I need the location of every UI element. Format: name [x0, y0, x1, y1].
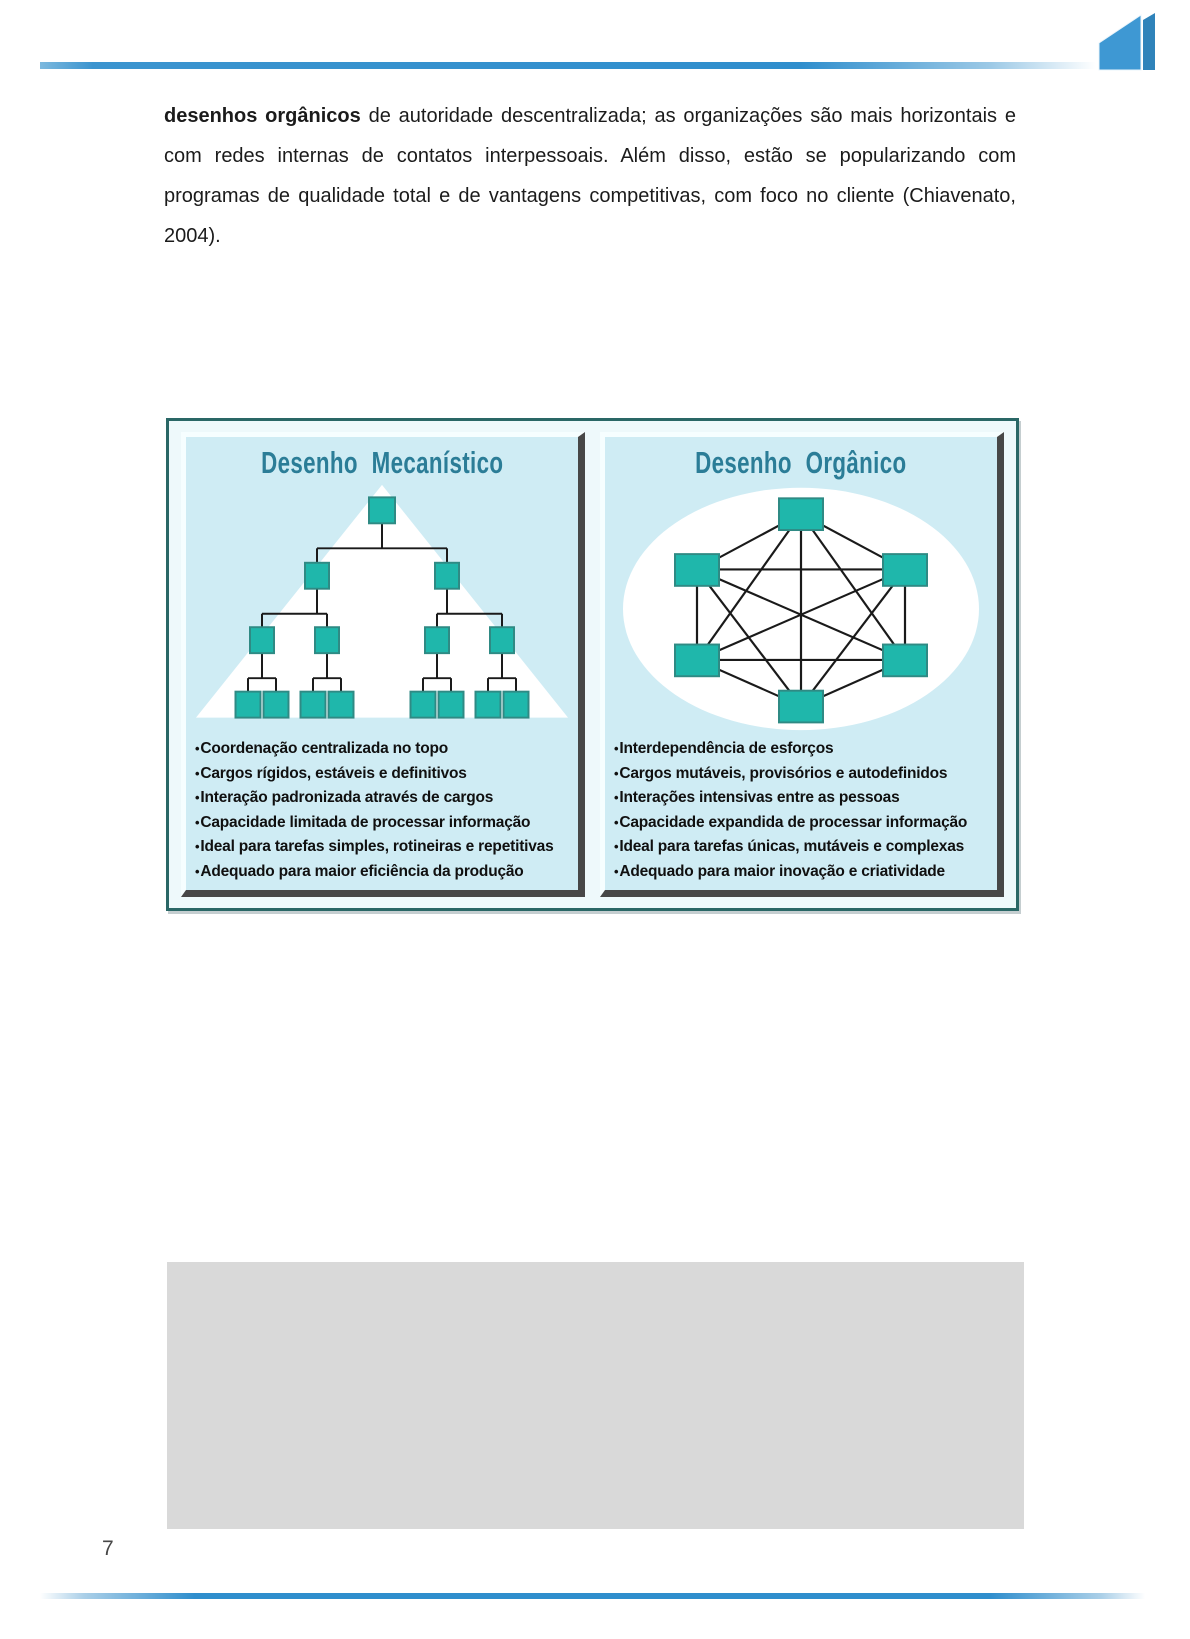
network-edge	[696, 513, 802, 661]
tree-node	[368, 496, 396, 525]
bullet-item: Interdependência de esforços	[614, 737, 993, 762]
body-paragraph: desenhos orgânicos de autoridade descent…	[164, 96, 1016, 256]
network-node	[778, 689, 824, 724]
tree-node	[234, 690, 262, 719]
tree-node	[474, 690, 502, 719]
network-edge	[800, 568, 906, 707]
placeholder-box	[167, 1262, 1024, 1529]
panel-title: Desenho Orgânico	[605, 445, 997, 481]
bullet-item: Adequado para maior eficiência da produç…	[195, 860, 574, 885]
tree-node	[424, 626, 450, 655]
bullet-item: Capacidade expandida de processar inform…	[614, 811, 993, 836]
tree-node	[314, 626, 340, 655]
bullet-item: Ideal para tarefas únicas, mutáveis e co…	[614, 835, 993, 860]
tree-node	[409, 690, 437, 719]
tree-node	[502, 690, 530, 719]
tree-node	[489, 626, 515, 655]
tree-node	[327, 690, 355, 719]
tree-node	[249, 626, 275, 655]
bottom-rule	[40, 1593, 1145, 1599]
network-node	[882, 553, 928, 587]
network-node	[674, 553, 720, 587]
network-node	[674, 643, 720, 678]
tree-node	[437, 690, 465, 719]
tree-node	[434, 561, 460, 590]
panel-mechanistic: Desenho Mecanístico Coordenação centrali…	[181, 432, 585, 897]
mechanistic-hierarchy-diagram	[196, 484, 568, 719]
tree-node	[262, 690, 290, 719]
network-node	[882, 643, 928, 678]
panel-title-text: Desenho Mecanístico	[260, 445, 504, 480]
bullet-item: Adequado para maior inovação e criativid…	[614, 860, 993, 885]
bullet-list-mechanistic: Coordenação centralizada no topoCargos r…	[186, 737, 578, 884]
bullet-item: Interações intensivas entre as pessoas	[614, 786, 993, 811]
tree-node	[299, 690, 327, 719]
paragraph-bold-lead: desenhos orgânicos	[164, 105, 361, 127]
bullet-list-organic: Interdependência de esforçosCargos mutáv…	[605, 737, 997, 884]
bullet-item: Ideal para tarefas simples, rotineiras e…	[195, 835, 574, 860]
top-rule	[40, 62, 1096, 69]
bullet-item: Interação padronizada através de cargos	[195, 786, 574, 811]
network-node	[778, 497, 824, 532]
tree-node	[304, 561, 330, 590]
bullet-item: Coordenação centralizada no topo	[195, 737, 574, 762]
organic-network-diagram	[623, 487, 979, 731]
panel-title-text: Desenho Orgânico	[695, 445, 907, 480]
page-number: 7	[102, 1537, 114, 1560]
comparison-figure: Desenho Mecanístico Coordenação centrali…	[166, 418, 1019, 911]
paragraph-text: de autoridade descentralizada; as organi…	[164, 105, 1016, 247]
network-edge	[696, 568, 906, 661]
network-edge	[800, 513, 906, 661]
bullet-item: Cargos rígidos, estáveis e definitivos	[195, 762, 574, 787]
triangle-backdrop	[196, 484, 568, 718]
panel-organic: Desenho Orgânico Interdependência de esf…	[600, 432, 1004, 897]
bullet-item: Capacidade limitada de processar informa…	[195, 811, 574, 836]
corner-logo-icon	[1098, 13, 1155, 71]
bullet-item: Cargos mutáveis, provisórios e autodefin…	[614, 762, 993, 787]
panel-title: Desenho Mecanístico	[186, 445, 578, 481]
